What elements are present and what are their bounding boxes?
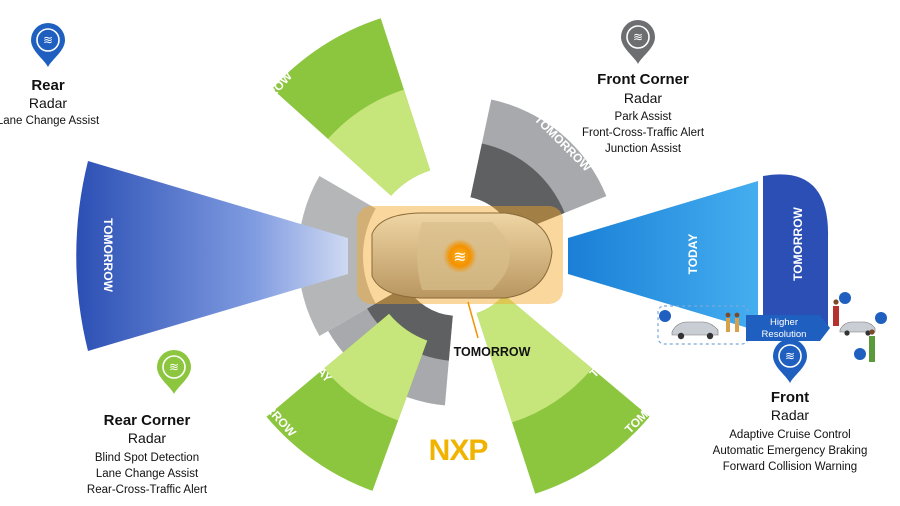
front-tomorrow-label: TOMORROW <box>791 206 805 280</box>
detection-box <box>657 305 749 345</box>
rear-radar-subtitle: Radar <box>29 95 67 111</box>
front-radar-feature: Automatic Emergency Braking <box>713 445 868 457</box>
nxp-logo-text: NXP <box>429 434 488 467</box>
front-radar-pin-icon: ≋ <box>773 339 807 383</box>
front-today-wedge <box>568 181 758 331</box>
front-corner-radar-pin-icon: ≋ <box>621 20 655 64</box>
front-tomorrow-wedge <box>763 174 829 340</box>
front-radar-feature: Forward Collision Warning <box>723 461 857 473</box>
pedestrian-icon <box>725 312 740 332</box>
front-radar-feature: Adaptive Cruise Control <box>729 429 850 441</box>
front-corner-radar-title: Front Corner <box>597 71 689 88</box>
front-today-label: TODAY <box>686 234 700 275</box>
higher-resolution-scene: Higher Resolution <box>657 292 887 362</box>
rear-radar-feature: Lane Change Assist <box>0 115 100 127</box>
radar-wave-icon: ≋ <box>453 249 466 266</box>
rear-tomorrow-wedge <box>76 161 349 351</box>
far-pedestrian-icon <box>833 299 875 362</box>
front-corner-radar-subtitle: Radar <box>624 90 662 106</box>
front-radar-section: Front Radar Adaptive Cruise Control Auto… <box>713 389 868 473</box>
rear-radar-title: Rear <box>31 77 65 94</box>
svg-text:≋: ≋ <box>633 30 643 44</box>
car-icon <box>671 321 719 340</box>
higher-resolution-label-line1: Higher <box>770 317 798 328</box>
front-corner-radar-feature: Park Assist <box>615 111 673 123</box>
rear-corner-radar-feature: Lane Change Assist <box>96 468 199 480</box>
rear-corner-radar-pin-icon: ≋ <box>157 350 191 394</box>
higher-resolution-label-line2: Resolution <box>762 329 807 340</box>
front-radar-title: Front <box>771 389 809 406</box>
higher-resolution-arrow <box>746 315 830 341</box>
car-radar-chip <box>443 239 477 273</box>
rear-upper-today-label: TODAY <box>288 128 326 168</box>
rear-corner-radar-feature: Blind Spot Detection <box>95 452 199 464</box>
far-car-icon <box>839 321 876 336</box>
center-tomorrow-label: TOMORROW <box>454 345 531 359</box>
rear-radar-section: Rear Radar Lane Change Assist <box>0 77 100 127</box>
rear-corner-today-wedge <box>367 286 453 361</box>
front-corner-radar-feature: Front-Cross-Traffic Alert <box>582 127 705 139</box>
rear-upper-today-wedge <box>327 89 431 196</box>
front-corner-today-wedge <box>470 143 565 234</box>
front-lower-today-wedge <box>476 294 593 423</box>
svg-text:≋: ≋ <box>785 349 795 363</box>
detection-dot-icons <box>659 292 887 360</box>
rear-lower-today-wedge <box>323 313 428 421</box>
front-lower-today-label: TODAY <box>587 342 626 381</box>
svg-text:≋: ≋ <box>169 360 179 374</box>
front-corner-radar-feature: Junction Assist <box>605 143 682 155</box>
rear-corner-radar-title: Rear Corner <box>104 412 191 429</box>
front-corner-radar-section: Front Corner Radar Park Assist Front-Cro… <box>582 71 705 155</box>
rear-corner-radar-subtitle: Radar <box>128 430 166 446</box>
rear-corner-radar-feature: Rear-Cross-Traffic Alert <box>87 484 208 496</box>
rear-tomorrow-label: TOMORROW <box>101 218 115 292</box>
rear-corner-radar-section: Rear Corner Radar Blind Spot Detection L… <box>87 412 208 496</box>
rear-radar-pin-icon: ≋ <box>31 23 65 67</box>
svg-text:≋: ≋ <box>43 33 53 47</box>
front-radar-subtitle: Radar <box>771 407 809 423</box>
nxp-logo: NXP <box>429 434 489 467</box>
car: ≋ <box>357 206 563 304</box>
tomorrow-pointer-line <box>467 301 479 339</box>
